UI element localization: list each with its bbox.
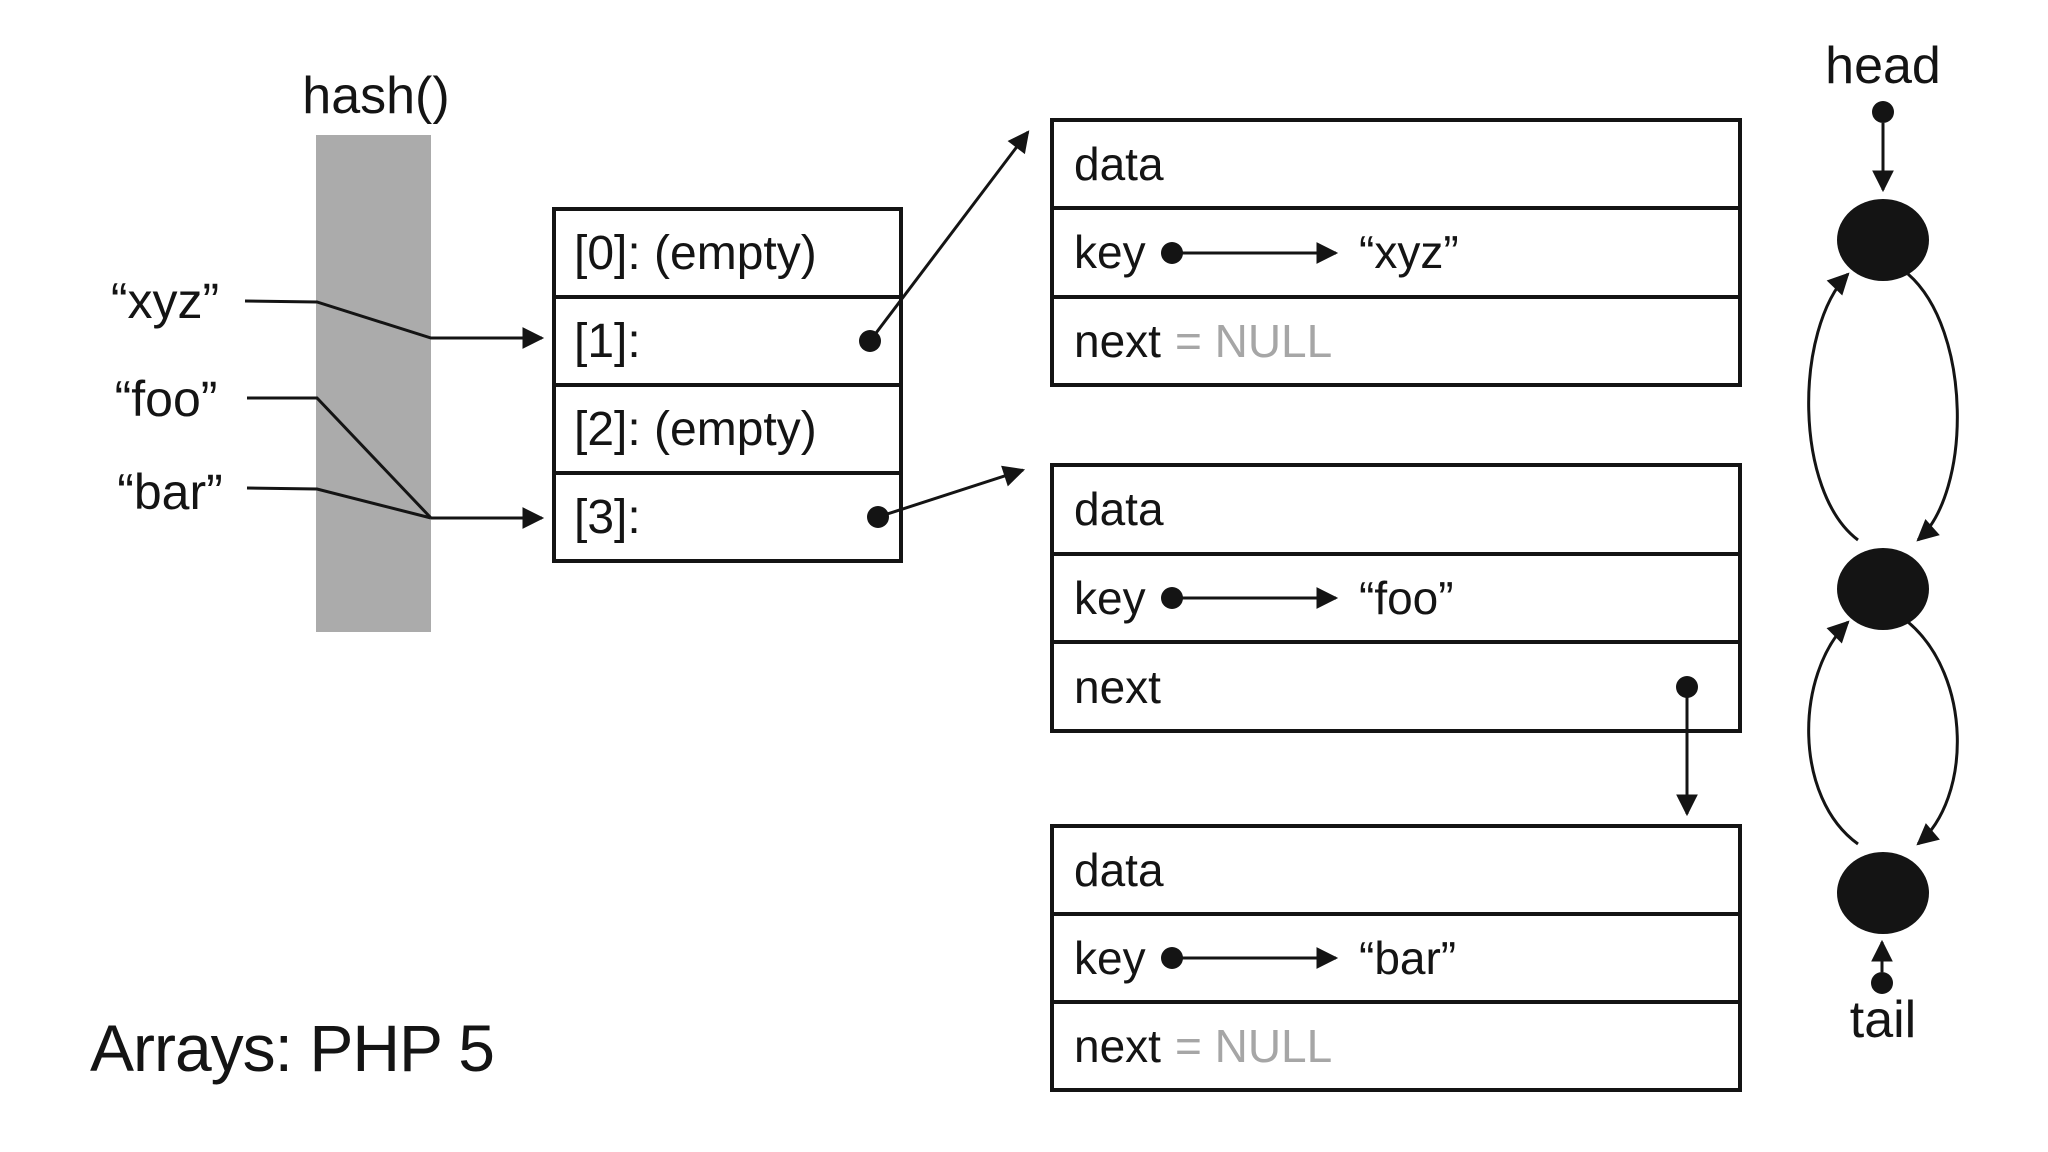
key-value: “foo” [1359,572,1454,624]
key-field-label: key [1074,572,1146,624]
node-box-bar: data key “bar” next = NULL [1050,824,1742,1092]
node-foo-next-row: next [1054,640,1738,729]
next-null-value: = NULL [1174,1020,1333,1072]
bucket-row-2: [2]: (empty) [556,383,899,471]
list-next-arc-2-3 [1907,620,1959,846]
next-field-label: next [1074,1020,1161,1072]
node-bar-next-row: next = NULL [1054,1000,1738,1088]
head-label: head [1825,37,1941,95]
tail-label: tail [1849,991,1917,1049]
hash-function-label: hash() [302,67,450,125]
list-node-circle-1 [1837,199,1929,281]
key-field-label: key [1074,226,1146,279]
node-foo-data-row: data [1054,467,1738,552]
list-node-circle-2 [1837,548,1929,630]
input-key-foo: “foo” [114,371,218,427]
data-field-label: data [1074,138,1164,191]
node-xyz-data-row: data [1054,122,1738,206]
key-field-label: key [1074,932,1146,984]
node-xyz-key-row: key “xyz” [1054,206,1738,294]
next-null-value: = NULL [1174,314,1333,367]
data-field-label: data [1074,483,1164,536]
bucket-row-1: [1]: [556,295,899,383]
list-next-arc-1-2 [1907,272,1959,542]
bucket-row-3: [3]: [556,471,899,559]
bucket-row-0: [0]: (empty) [556,211,899,295]
key-value: “bar” [1359,932,1457,984]
page-title: Arrays: PHP 5 [90,1011,495,1085]
node-box-foo: data key “foo” next [1050,463,1742,733]
bucket-array: [0]: (empty) [1]: [2]: (empty) [3]: [552,207,903,563]
key-value: “xyz” [1359,226,1459,279]
node-bar-key-row: key “bar” [1054,912,1738,1000]
input-key-bar: “bar” [117,464,223,520]
list-prev-arc-2-1 [1807,272,1859,542]
node-box-xyz: data key “xyz” next = NULL [1050,118,1742,387]
bucket-row-1-label: [1]: [574,314,641,368]
data-field-label: data [1074,844,1164,896]
bucket-row-0-label: [0]: (empty) [574,226,817,280]
node-foo-key-row: key “foo” [1054,551,1738,641]
list-node-circle-3 [1837,852,1929,934]
bucket-row-2-label: [2]: (empty) [574,402,817,456]
hash-function-bar [316,135,431,632]
node-xyz-next-row: next = NULL [1054,294,1738,383]
list-prev-arc-3-2 [1807,620,1859,846]
next-field-label: next [1074,660,1161,713]
next-field-label: next [1074,314,1161,367]
input-key-xyz: “xyz” [110,273,220,329]
head-pointer-dot [1872,101,1894,123]
node-bar-data-row: data [1054,828,1738,912]
bucket-row-3-label: [3]: [574,490,641,544]
